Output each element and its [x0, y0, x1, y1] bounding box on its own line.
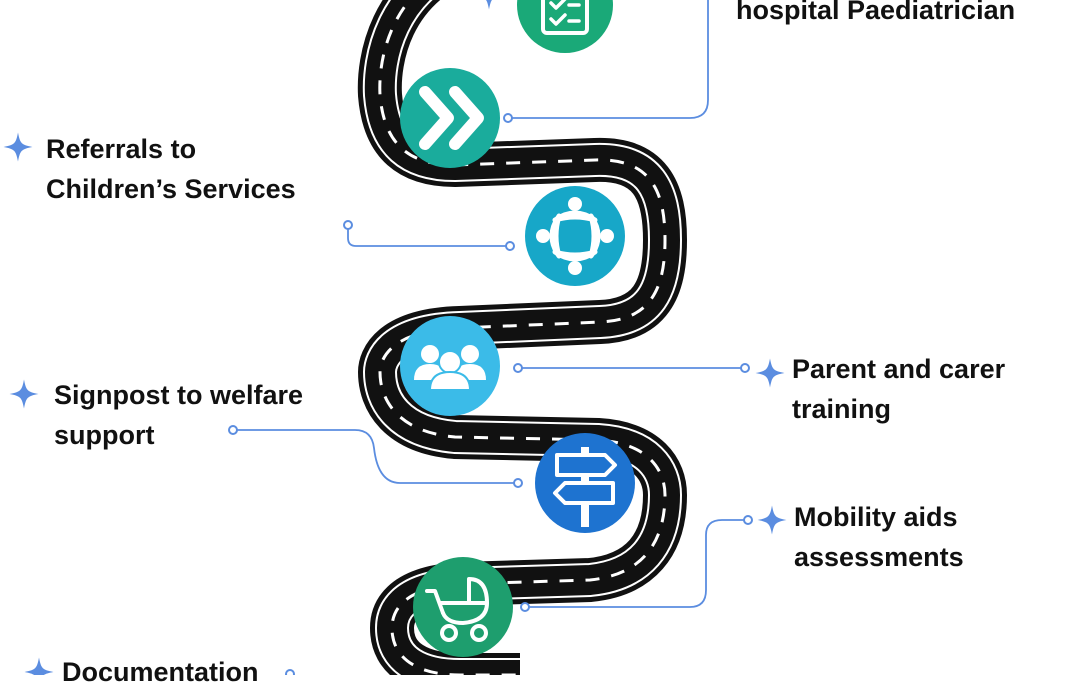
connector-paediatrician	[508, 0, 709, 119]
group-people-icon	[400, 316, 500, 416]
connector-dot	[740, 363, 750, 373]
label-line: assessments	[794, 542, 964, 572]
label-line: Parent and carer	[792, 354, 1006, 384]
pathway-diagram	[3, 0, 787, 675]
connector-mobility	[525, 519, 748, 608]
connector-dot	[285, 669, 295, 675]
label-referral-paediatrician: hospital Paediatrician	[736, 0, 1015, 30]
connector-dot	[743, 515, 753, 525]
label-line: Children’s Services	[46, 174, 296, 204]
star-icon	[9, 379, 39, 409]
step-icons	[400, 0, 635, 657]
connector-welfare	[233, 429, 518, 484]
connectors	[233, 0, 748, 608]
star-icon	[755, 358, 785, 388]
connector-dot	[513, 363, 523, 373]
double-chevron-right-icon	[400, 68, 500, 168]
connector-childrens-services	[347, 225, 510, 247]
pram-icon	[413, 557, 513, 657]
connector-dot	[513, 478, 523, 488]
connector-dot	[343, 220, 353, 230]
connector-dot	[505, 241, 515, 251]
label-line: Documentation	[62, 657, 259, 687]
connector-dot	[503, 113, 513, 123]
label-mobility-aids: Mobility aids assessments	[794, 497, 964, 577]
label-line: hospital Paediatrician	[736, 0, 1016, 25]
label-line: training	[792, 394, 891, 424]
label-line: support	[54, 420, 155, 450]
signpost-icon	[535, 433, 635, 533]
people-circle-icon	[525, 186, 625, 286]
label-line: Signpost to welfare	[54, 380, 304, 410]
star-icon	[24, 657, 54, 675]
connector-dots	[228, 113, 753, 675]
label-documentation: Documentation	[62, 652, 259, 692]
label-line: Mobility aids	[794, 502, 958, 532]
label-parent-carer-training: Parent and carer training	[792, 349, 1005, 429]
connector-dot	[520, 602, 530, 612]
label-welfare-support: Signpost to welfare support	[54, 375, 303, 455]
star-icon	[474, 0, 504, 10]
star-icon	[757, 505, 787, 535]
label-line: Referrals to	[46, 134, 197, 164]
clipboard-check-icon	[517, 0, 613, 53]
star-icon	[3, 132, 33, 162]
connector-dot	[228, 425, 238, 435]
label-childrens-services: Referrals to Children’s Services	[46, 129, 296, 209]
